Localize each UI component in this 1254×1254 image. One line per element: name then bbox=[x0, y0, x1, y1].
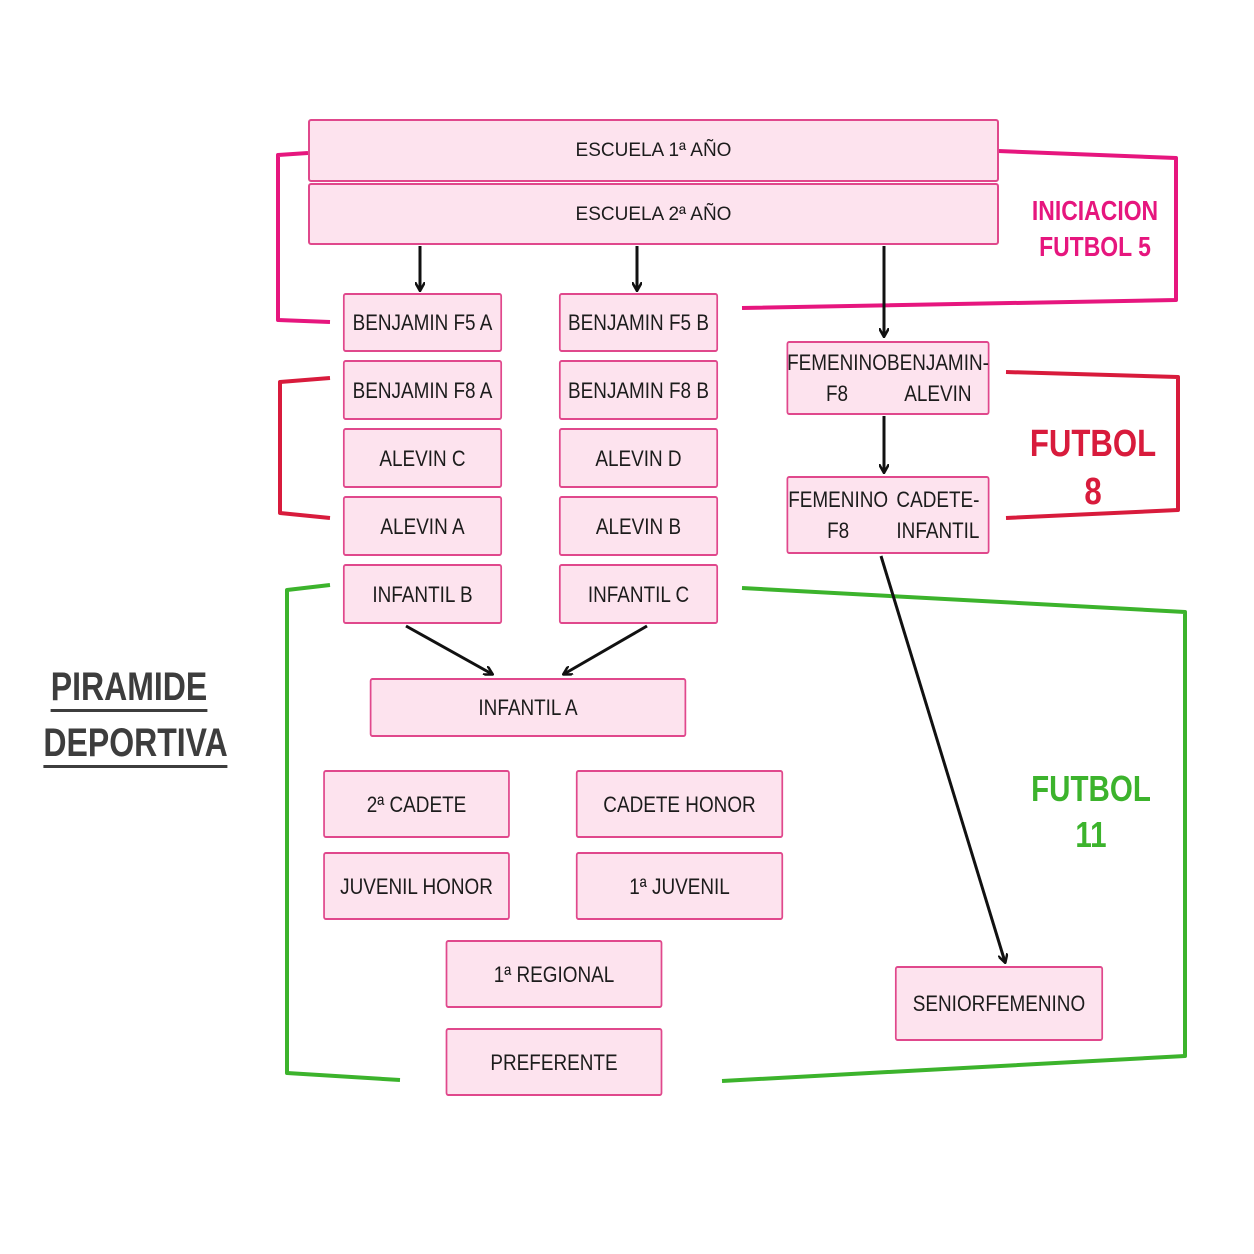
juvenil-1-box: 1ª JUVENIL bbox=[575, 852, 784, 920]
escuela-2-box: ESCUELA 2ª AÑO bbox=[308, 183, 999, 245]
cadete-honor-box: CADETE HONOR bbox=[575, 770, 784, 838]
senior-femenino-line2: FEMENINO bbox=[985, 991, 1086, 1016]
infantil-b-box: INFANTIL B bbox=[342, 564, 503, 624]
alevin-d-box: ALEVIN D bbox=[558, 428, 719, 488]
benjamin-f8-a-box: BENJAMIN F8 A bbox=[342, 360, 503, 420]
regional-1-box: 1ª REGIONAL bbox=[445, 940, 663, 1008]
benjamin-f8-b-box: BENJAMIN F8 B bbox=[558, 360, 719, 420]
iniciacion-label-line1: INICIACION bbox=[1031, 195, 1159, 226]
senior-femenino-box: SENIOR FEMENINO bbox=[894, 966, 1104, 1041]
futbol8-bracket-right bbox=[1005, 370, 1180, 520]
femenino-f8-ci-line1: FEMENINO F8 bbox=[788, 487, 889, 543]
benjamin-f5-a-box: BENJAMIN F5 A bbox=[342, 293, 503, 352]
juvenil-honor-box: JUVENIL HONOR bbox=[323, 852, 510, 920]
senior-femenino-line1: SENIOR bbox=[912, 991, 986, 1016]
alevin-b-box: ALEVIN B bbox=[558, 496, 719, 556]
title-line1: PIRAMIDE bbox=[50, 667, 208, 712]
futbol8-bracket-left bbox=[278, 376, 331, 520]
futbol11-label: FUTBOL 11 bbox=[1031, 768, 1151, 855]
infantil-a-box: INFANTIL A bbox=[369, 678, 687, 737]
alevin-c-box: ALEVIN C bbox=[342, 428, 503, 488]
femenino-f8-cadete-infantil-box: FEMENINO F8 CADETE-INFANTIL bbox=[786, 476, 990, 554]
femenino-f8-ba-line2: BENJAMIN-ALEVIN bbox=[886, 350, 989, 406]
benjamin-f5-b-box: BENJAMIN F5 B bbox=[558, 293, 719, 352]
futbol11-bracket-right bbox=[721, 586, 1187, 1083]
title-line2: DEPORTIVA bbox=[43, 723, 228, 768]
infantil-c-box: INFANTIL C bbox=[558, 564, 719, 624]
iniciacion-label-line2: FUTBOL 5 bbox=[1039, 231, 1151, 262]
arrow-femenino-to-senior bbox=[879, 555, 1005, 962]
femenino-f8-ci-line2: CADETE-INFANTIL bbox=[896, 487, 980, 543]
alevin-a-box: ALEVIN A bbox=[342, 496, 503, 556]
iniciacion-bracket bbox=[276, 149, 1178, 324]
escuela-1-box: ESCUELA 1ª AÑO bbox=[308, 119, 999, 182]
arrow-infantil-b-to-infantil-a bbox=[405, 624, 492, 674]
futbol11-bracket-left bbox=[285, 583, 401, 1082]
femenino-f8-benjamin-alevin-box: FEMENINO F8 BENJAMIN-ALEVIN bbox=[786, 341, 990, 415]
iniciacion-futbol5-label: INICIACION FUTBOL 5 bbox=[1027, 193, 1163, 265]
femenino-f8-ba-line1: FEMENINO F8 bbox=[787, 350, 887, 406]
page-title: PIRAMIDE DEPORTIVA bbox=[43, 662, 228, 774]
arrow-infantil-c-to-infantil-a bbox=[564, 624, 648, 674]
cadete-2-box: 2ª CADETE bbox=[323, 770, 510, 838]
futbol8-label: FUTBOL 8 bbox=[1029, 423, 1157, 513]
preferente-box: PREFERENTE bbox=[445, 1028, 663, 1096]
